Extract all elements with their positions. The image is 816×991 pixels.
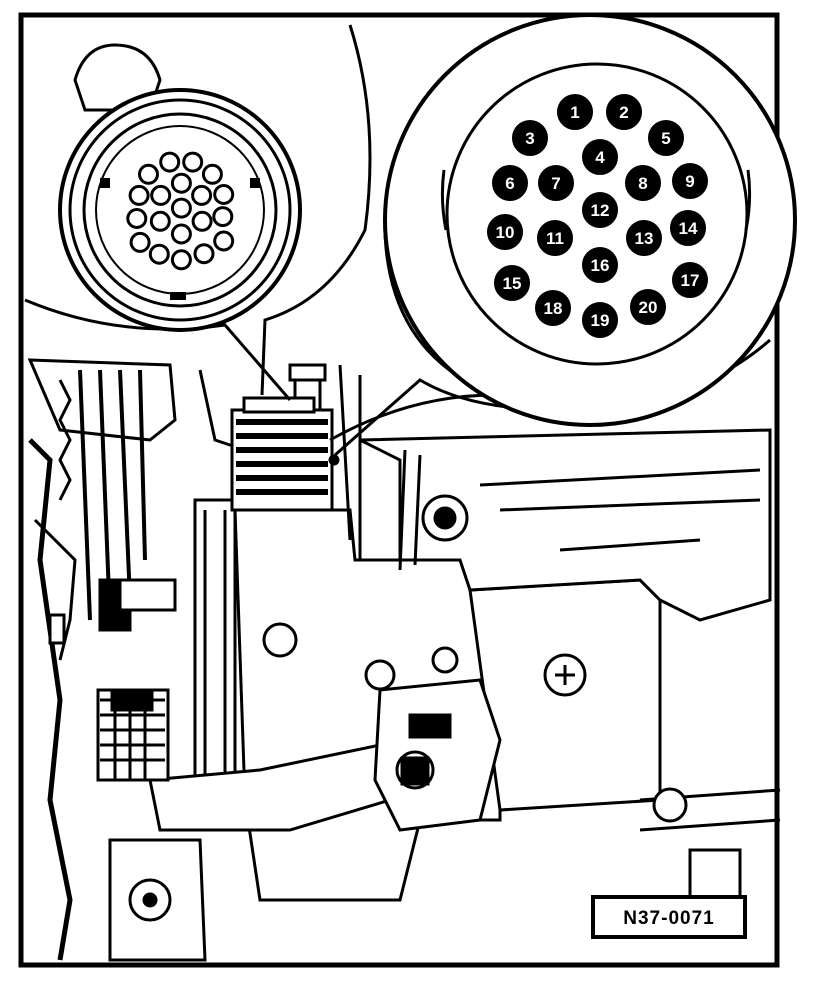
pin-circle: [535, 290, 571, 326]
pin-label: 9: [685, 172, 694, 191]
pin-label: 18: [544, 299, 563, 318]
pin-label: 14: [679, 219, 698, 238]
pin-circle: [487, 214, 523, 250]
face-hole: [129, 231, 151, 253]
face-hole: [182, 151, 204, 173]
pin-circle: [672, 262, 708, 298]
pin-4: 4: [582, 139, 618, 175]
pin-13: 13: [626, 220, 662, 256]
pin-label: 6: [505, 174, 514, 193]
pin-label: 7: [551, 174, 560, 193]
pin-circle: [537, 220, 573, 256]
engine-bay-illustration: [27, 358, 781, 962]
pin-1: 1: [557, 94, 593, 130]
face-hole: [170, 197, 192, 219]
pin-label: 8: [638, 174, 647, 193]
face-hole: [150, 184, 172, 206]
pin-18: 18: [535, 290, 571, 326]
pin-17: 17: [672, 262, 708, 298]
pin-7: 7: [538, 165, 574, 201]
pin-circle: [606, 94, 642, 130]
pin-circle: [494, 265, 530, 301]
pin-circle: [630, 289, 666, 325]
pin-circle: [492, 165, 528, 201]
pin-circle: [557, 94, 593, 130]
pin-12: 12: [582, 192, 618, 228]
pin-label: 4: [595, 148, 605, 167]
pin-circle: [538, 165, 574, 201]
pin-label: 13: [635, 229, 654, 248]
pin-circle: [582, 139, 618, 175]
pin-10: 10: [487, 214, 523, 250]
face-hole: [148, 243, 170, 265]
face-hole: [191, 184, 213, 206]
face-hole: [191, 210, 213, 232]
face-hole: [212, 206, 234, 228]
pin-16: 16: [582, 247, 618, 283]
connector-face-holes: [126, 151, 235, 271]
reference-code: N37-0071: [623, 908, 714, 929]
pin-circle: [625, 165, 661, 201]
pin-6: 6: [492, 165, 528, 201]
pin-label: 5: [661, 129, 670, 148]
pin-label: 16: [591, 256, 610, 275]
reference-code-box: N37-0071: [591, 895, 747, 939]
pin-label: 11: [546, 229, 564, 248]
face-hole: [213, 184, 235, 205]
face-hole: [149, 210, 171, 232]
pin-circle: [582, 192, 618, 228]
pin-2: 2: [606, 94, 642, 130]
face-hole: [159, 151, 181, 173]
pin-circle: [582, 247, 618, 283]
face-hole: [126, 208, 148, 229]
pin-8: 8: [625, 165, 661, 201]
face-hole: [201, 163, 223, 185]
face-hole: [138, 163, 159, 185]
pin-14: 14: [670, 210, 706, 246]
pin-3: 3: [512, 120, 548, 156]
pin-label: 17: [681, 271, 700, 290]
pin-5: 5: [648, 120, 684, 156]
face-hole: [170, 172, 192, 194]
pin-label: 20: [639, 298, 658, 317]
pin-11: 11: [537, 220, 573, 256]
pin-label: 10: [496, 223, 515, 242]
pin-circle: [672, 163, 708, 199]
pin-label: 1: [570, 103, 579, 122]
face-hole: [213, 230, 235, 252]
pin-label: 3: [525, 129, 534, 148]
pin-circle: [648, 120, 684, 156]
connector-face-view: [58, 43, 302, 332]
pin-label: 2: [619, 103, 628, 122]
pin-circle: [670, 210, 706, 246]
pin-label: 12: [591, 201, 610, 220]
pin-20: 20: [630, 289, 666, 325]
figure-border: [18, 12, 780, 968]
harness-connector-in-bay: [230, 396, 340, 512]
pin-circle: [512, 120, 548, 156]
face-hole: [193, 243, 215, 265]
pin-19: 19: [582, 302, 618, 338]
face-hole: [128, 184, 150, 206]
pin-9: 9: [672, 163, 708, 199]
face-hole: [170, 223, 192, 245]
pin-label: 19: [591, 311, 610, 330]
face-hole: [170, 249, 192, 271]
pin-circle: [582, 302, 618, 338]
pin-circle: [626, 220, 662, 256]
pin-15: 15: [494, 265, 530, 301]
pin-label: 15: [503, 274, 522, 293]
